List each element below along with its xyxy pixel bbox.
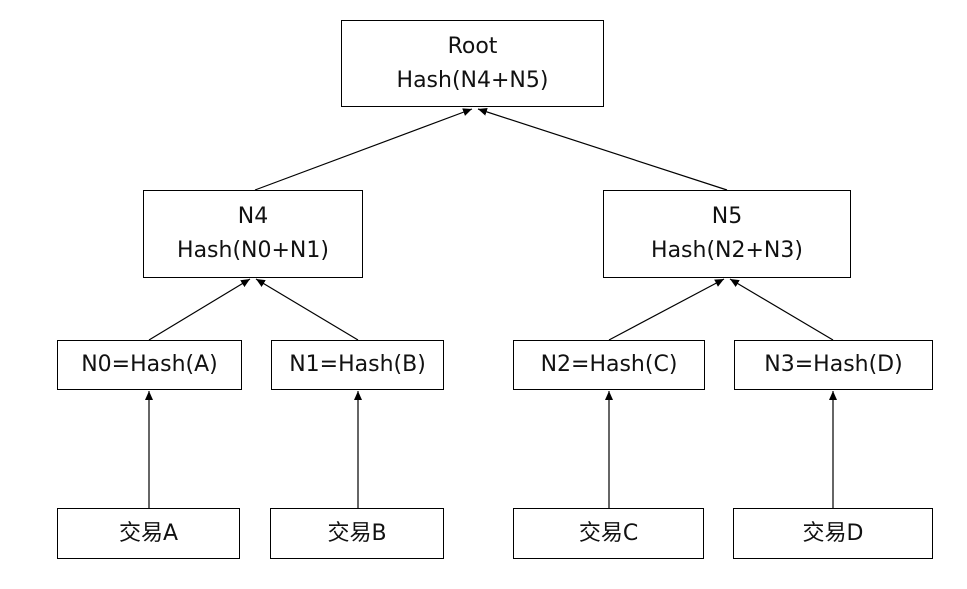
node-n0: N0=Hash(A) <box>57 340 242 390</box>
node-tx-a-label: 交易A <box>118 520 179 546</box>
edge-n2-n5 <box>608 278 725 341</box>
node-n0-label: N0=Hash(A) <box>81 352 218 377</box>
node-n3: N3=Hash(D) <box>734 340 933 390</box>
node-root: Root Hash(N4+N5) <box>341 20 604 107</box>
node-n1: N1=Hash(B) <box>271 340 444 390</box>
node-tx-d-label: 交易D <box>802 520 864 546</box>
node-n5-hash: Hash(N2+N3) <box>651 238 803 263</box>
node-n5: N5 Hash(N2+N3) <box>603 190 851 278</box>
node-root-hash: Hash(N4+N5) <box>396 67 549 93</box>
edge-n0-n4 <box>148 278 251 341</box>
node-tx-b-label: 交易B <box>327 520 387 546</box>
node-tx-c-label: 交易C <box>578 520 639 546</box>
node-n4-title: N4 <box>237 204 269 229</box>
node-root-title: Root <box>447 33 498 59</box>
node-n2-label: N2=Hash(C) <box>540 352 678 377</box>
node-n1-label: N1=Hash(B) <box>289 352 426 377</box>
node-n4-hash: Hash(N0+N1) <box>177 238 329 263</box>
node-n3-label: N3=Hash(D) <box>764 352 903 377</box>
node-tx-c: 交易C <box>513 508 704 559</box>
node-tx-d: 交易D <box>733 508 933 559</box>
node-tx-a: 交易A <box>57 508 240 559</box>
edge-n1-n4 <box>255 278 359 341</box>
node-n5-title: N5 <box>711 204 743 229</box>
edge-n4-root <box>254 108 473 191</box>
node-n2: N2=Hash(C) <box>513 340 705 390</box>
edge-n3-n5 <box>729 278 834 341</box>
node-n4: N4 Hash(N0+N1) <box>143 190 363 278</box>
node-tx-b: 交易B <box>270 508 444 559</box>
edge-n5-root <box>477 107 728 191</box>
